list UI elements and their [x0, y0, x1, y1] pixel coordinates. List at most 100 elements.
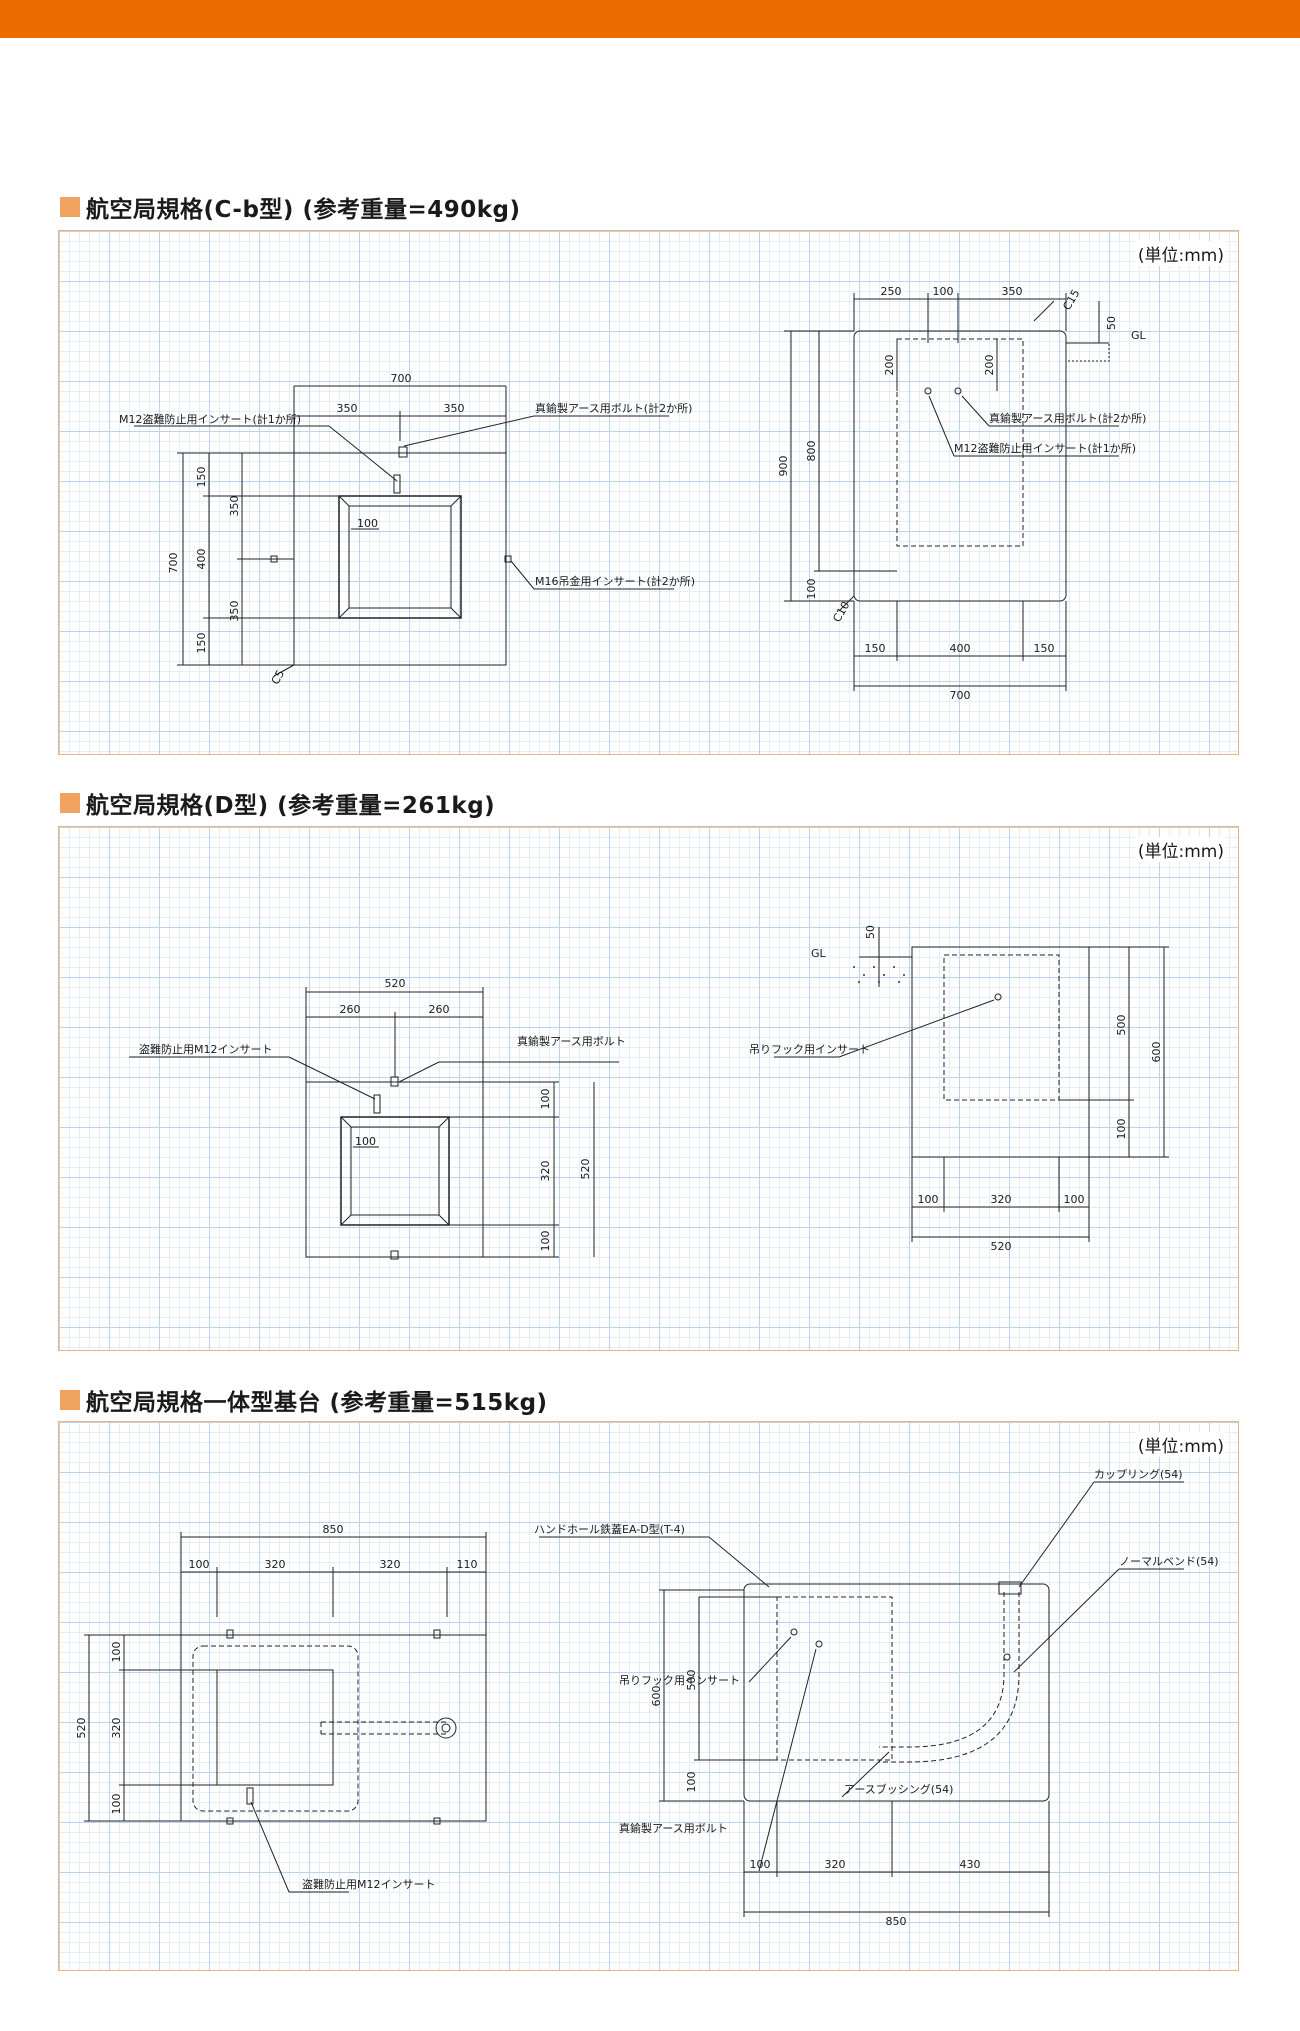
dim-label: 600: [650, 1686, 663, 1707]
dim-label: 100: [110, 1794, 123, 1815]
dim-label: 100: [1115, 1119, 1128, 1140]
dim-label: C5: [269, 668, 288, 687]
dim-label: 520: [579, 1159, 592, 1180]
callout-label: M16吊金用インサート(計2か所): [535, 574, 695, 588]
section-title: 航空局規格(D型) (参考重量=261kg): [60, 786, 495, 820]
dim-label: 850: [323, 1523, 344, 1536]
dim-label: 100: [189, 1558, 210, 1571]
dim-label: 350: [228, 496, 241, 517]
dim-label: 520: [75, 1718, 88, 1739]
section-title-text: 航空局規格(D型) (参考重量=261kg): [86, 793, 496, 819]
dim-label: 350: [1002, 285, 1023, 298]
dim-label: 260: [340, 1003, 361, 1016]
drawing-panel-d: (単位:mm): [58, 826, 1239, 1351]
callout-label: 真鍮製アース用ボルト: [619, 1821, 728, 1835]
dim-label: 100: [918, 1193, 939, 1206]
integrated-section-view: [539, 1481, 1184, 1917]
dim-label: 260: [429, 1003, 450, 1016]
callout-label: 盗難防止用M12インサート: [302, 1877, 436, 1891]
dim-label: 400: [950, 642, 971, 655]
dim-label: 320: [991, 1193, 1012, 1206]
d-section-view: [774, 927, 1169, 1242]
dim-label: 350: [228, 601, 241, 622]
dim-label: 150: [195, 633, 208, 654]
dim-label: 100: [539, 1089, 552, 1110]
callout-label: 盗難防止用M12インサート: [139, 1042, 273, 1056]
dim-label: 520: [385, 977, 406, 990]
dim-label: 850: [886, 1915, 907, 1928]
cb-plan-view: [134, 385, 674, 677]
dim-label: 200: [883, 355, 896, 376]
dim-label: 520: [991, 1240, 1012, 1253]
callout-label: ノーマルベンド(54): [1119, 1555, 1219, 1568]
dim-label: C10: [830, 599, 852, 624]
dim-label: 100: [355, 1135, 376, 1148]
section-title-text: 航空局規格(C-b型) (参考重量=490kg): [86, 197, 521, 223]
callout-label: アースブッシング(54): [844, 1782, 953, 1796]
dim-label: 350: [444, 402, 465, 415]
dim-label: 50: [864, 925, 877, 939]
dim-label: 800: [805, 441, 818, 462]
dim-label: 150: [1034, 642, 1055, 655]
drawing-panel-cb: (単位:mm): [58, 230, 1239, 755]
dim-label: 320: [825, 1858, 846, 1871]
callout-label: 吊りフック用インサート: [749, 1043, 870, 1056]
dim-label: 100: [357, 517, 378, 530]
gl-label: GL: [1131, 329, 1147, 342]
header-bar: [0, 0, 1300, 38]
section-title: 航空局規格一体型基台 (参考重量=515kg): [60, 1383, 548, 1417]
dim-label: 100: [805, 579, 818, 600]
callout-label: 真鍮製アース用ボルト(計2か所): [535, 401, 692, 415]
dim-label: 150: [195, 467, 208, 488]
dim-label: 320: [380, 1558, 401, 1571]
dim-label: 700: [167, 553, 180, 574]
cb-section-view: [784, 293, 1119, 691]
dim-label: 600: [1150, 1042, 1163, 1063]
callout-label: 吊りフック用インサート: [619, 1674, 740, 1687]
callout-label: M12盗難防止用インサート(計1か所): [119, 412, 301, 426]
d-plan-view: [129, 987, 619, 1260]
callout-label: 真鍮製アース用ボルト: [517, 1034, 626, 1048]
callout-label: ハンドホール鉄蓋EA-D型(T-4): [534, 1522, 685, 1536]
dim-label: 50: [1105, 316, 1118, 330]
gl-label: GL: [811, 947, 827, 960]
dim-label: 500: [1115, 1015, 1128, 1036]
dim-label: 700: [391, 372, 412, 385]
d-drawing: 520 260 260 100 100 320 100 520 盗難防止用M12…: [129, 925, 1169, 1260]
unit-label: (単位:mm): [1135, 241, 1226, 266]
dim-label: 100: [110, 1642, 123, 1663]
dim-label: 900: [777, 456, 790, 477]
dim-label: 700: [950, 689, 971, 702]
integrated-plan-view: [84, 1532, 487, 1893]
dim-label: 200: [983, 355, 996, 376]
callout-label: M12盗難防止用インサート(計1か所): [954, 441, 1136, 455]
dim-label: 430: [960, 1858, 981, 1871]
dim-label: C15: [1060, 287, 1082, 312]
dim-label: 320: [265, 1558, 286, 1571]
unit-label: (単位:mm): [1135, 837, 1226, 862]
dim-label: 100: [933, 285, 954, 298]
callout-label: カップリング(54): [1094, 1467, 1183, 1481]
unit-label: (単位:mm): [1135, 1432, 1226, 1457]
bullet-square-icon: [60, 1390, 80, 1410]
dim-label: 100: [750, 1858, 771, 1871]
dim-label: 400: [195, 549, 208, 570]
dim-label: 320: [539, 1161, 552, 1182]
section-title-text: 航空局規格一体型基台 (参考重量=515kg): [86, 1390, 548, 1416]
cb-drawing: 700 350 350 100 700 150 400 150 350 350 …: [119, 285, 1147, 702]
gl-hatch: [853, 966, 905, 983]
drawing-panel-integrated: (単位:mm): [58, 1421, 1239, 1971]
integrated-drawing: 850 100 320 320 110 520 100 320 100 盗難防止…: [75, 1467, 1219, 1928]
section-title: 航空局規格(C-b型) (参考重量=490kg): [60, 190, 521, 224]
bullet-square-icon: [60, 197, 80, 217]
dim-label: 500: [685, 1670, 698, 1691]
dim-label: 250: [881, 285, 902, 298]
dim-label: 110: [457, 1558, 478, 1571]
bullet-square-icon: [60, 793, 80, 813]
dim-label: 100: [1064, 1193, 1085, 1206]
dim-label: 320: [110, 1718, 123, 1739]
dim-label: 150: [865, 642, 886, 655]
dim-label: 350: [337, 402, 358, 415]
dim-label: 100: [685, 1772, 698, 1793]
callout-label: 真鍮製アース用ボルト(計2か所): [989, 411, 1146, 425]
